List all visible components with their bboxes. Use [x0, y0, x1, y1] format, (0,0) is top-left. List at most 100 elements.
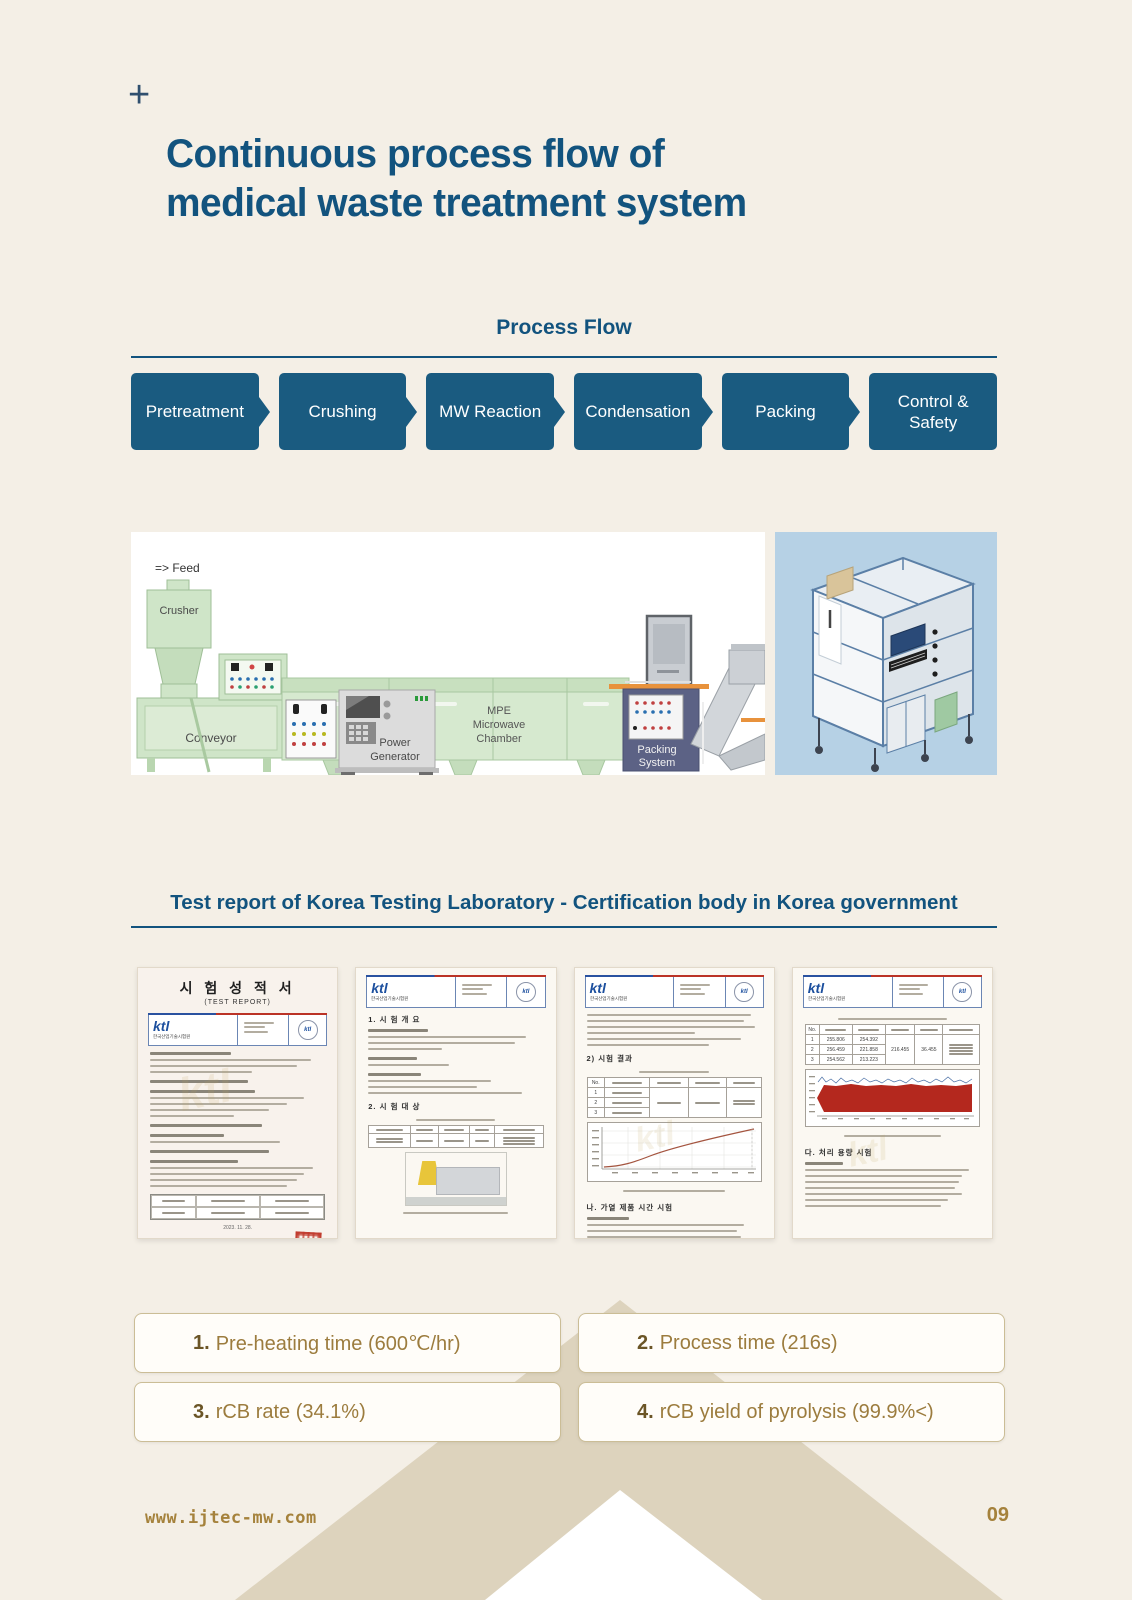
flow-step-pretreatment: Pretreatment [131, 373, 270, 450]
ktl-seal-icon: ktl [515, 982, 536, 1002]
issuer-row: 한국산업기술시험원장 [138, 1231, 337, 1238]
flow-step-label: MW Reaction [439, 402, 542, 421]
test-report-heading: Test report of Korea Testing Laboratory … [170, 891, 958, 914]
results-table: No. 1 2 3 [586, 1077, 762, 1118]
text-line [150, 1115, 235, 1117]
text-line [586, 1014, 752, 1016]
text-line [586, 1032, 696, 1034]
callout-text: rCB rate (34.1%) [215, 1400, 366, 1423]
ktl-report-header: ktl 한국산업기술시험원 ktl [802, 975, 983, 1008]
power-generator-label-1: Power [379, 737, 411, 749]
text-line [243, 1026, 265, 1028]
text-line [586, 1236, 741, 1238]
text-line [804, 1199, 949, 1201]
page-title: Continuous process flow of medical waste… [166, 130, 747, 228]
doc4-section-heading: 다. 처리 용량 시험 [804, 1148, 873, 1157]
equipment-3d-art [775, 532, 997, 775]
process-flow-row: Pretreatment Crushing MW Reaction Conden… [131, 373, 998, 450]
doc3-section-heading: 나. 가열 제품 시간 시험 [586, 1203, 674, 1212]
text-line [804, 1181, 959, 1183]
callout-rcb-yield: 4. rCB yield of pyrolysis (99.9%<) [578, 1382, 1005, 1442]
text-line [150, 1134, 224, 1137]
flow-step-label: Packing [755, 402, 816, 421]
text-line [586, 1038, 741, 1040]
text-line [150, 1090, 256, 1093]
text-line [586, 1044, 710, 1046]
flow-arrow-icon [258, 396, 270, 427]
text-line [586, 1230, 738, 1232]
text-line [368, 1057, 418, 1060]
ktl-org-name: 한국산업기술시험원 [589, 996, 627, 1002]
text-line [462, 983, 492, 986]
text-line [804, 1169, 970, 1171]
text-line [150, 1071, 252, 1073]
text-line [586, 1020, 745, 1022]
ktl-org-name: 한국산업기술시험원 [371, 996, 409, 1002]
photo-hopper [417, 1161, 440, 1185]
callout-rcb-rate: 3. rCB rate (34.1%) [134, 1382, 561, 1442]
text-line [804, 1175, 963, 1177]
callout-text: rCB yield of pyrolysis (99.9%<) [659, 1400, 934, 1423]
flow-step-label: Condensation [585, 402, 691, 421]
doc2-body: 1. 시 험 개 요 2. 시 험 대 상 [368, 1014, 544, 1218]
feed-label: => Feed [155, 561, 200, 575]
ktl-seal-icon: ktl [734, 982, 755, 1002]
text-line [150, 1059, 312, 1061]
doc1-body [150, 1052, 325, 1187]
test-report-doc-results: ktl ktl 한국산업기술시험원 ktl 2) 시험 결과 No. 1 2 [573, 967, 775, 1239]
text-line [804, 1205, 942, 1207]
heading-rule [131, 926, 997, 928]
doc2-section-2: 2. 시 험 대 상 [368, 1102, 421, 1111]
flow-step-label: Pretreatment [145, 402, 244, 421]
ktl-logo-cell: ktl 한국산업기술시험원 [804, 977, 893, 1007]
doc3-results-heading: 2) 시험 결과 [586, 1054, 633, 1063]
text-line [150, 1109, 270, 1111]
test-target-table [368, 1125, 544, 1148]
page-title-line1: Continuous process flow of [166, 132, 665, 176]
ktl-seal-cell: ktl [507, 977, 544, 1007]
ktl-seal-cell: ktl [289, 1015, 326, 1045]
doc1-subtitle: (TEST REPORT) [204, 999, 271, 1006]
callout-process-time: 2. Process time (216s) [578, 1313, 1005, 1373]
report-number-cell [456, 977, 508, 1007]
callout-number: 3. [193, 1400, 210, 1423]
report-number-cell [674, 977, 726, 1007]
temperature-curve-chart [586, 1122, 762, 1182]
microwave-power-chart [804, 1069, 980, 1127]
text-line [368, 1086, 477, 1088]
doc3-body: 2) 시험 결과 No. 1 2 3 [586, 1014, 762, 1238]
page-title-line2: medical waste treatment system [166, 181, 747, 225]
text-line [150, 1141, 280, 1143]
ktl-logo: ktl [807, 980, 825, 996]
flow-arrow-icon [554, 396, 566, 427]
doc2-section-1: 1. 시 험 개 요 [368, 1015, 421, 1024]
test-report-documents: ktl 시 험 성 적 서 (TEST REPORT) ktl 한국산업기술시험… [137, 967, 993, 1239]
red-seal-stamp [294, 1231, 322, 1238]
text-line [368, 1029, 428, 1032]
text-line [150, 1097, 305, 1099]
text-line [368, 1042, 516, 1044]
ktl-org-name: 한국산업기술시험원 [807, 996, 846, 1002]
conveyor-label: Conveyor [185, 731, 236, 745]
plus-mark: + [128, 74, 151, 116]
photo-floor [405, 1197, 506, 1205]
text-line [368, 1064, 449, 1066]
packing-system-label-1: Packing [637, 744, 676, 756]
text-line [150, 1065, 298, 1067]
report-number-cell [238, 1015, 290, 1045]
flow-arrow-icon [406, 396, 418, 427]
text-line [586, 1224, 745, 1226]
ktl-seal-cell: ktl [726, 977, 763, 1007]
callout-text: Pre-heating time (600℃/hr) [215, 1332, 461, 1355]
text-line [586, 1217, 629, 1220]
text-line [150, 1052, 231, 1055]
equipment-3d-render [775, 532, 997, 775]
flow-step-label: Crushing [308, 402, 377, 421]
text-line [898, 983, 929, 986]
text-line [150, 1179, 298, 1181]
ktl-logo: ktl [153, 1018, 170, 1034]
text-line [898, 992, 923, 995]
